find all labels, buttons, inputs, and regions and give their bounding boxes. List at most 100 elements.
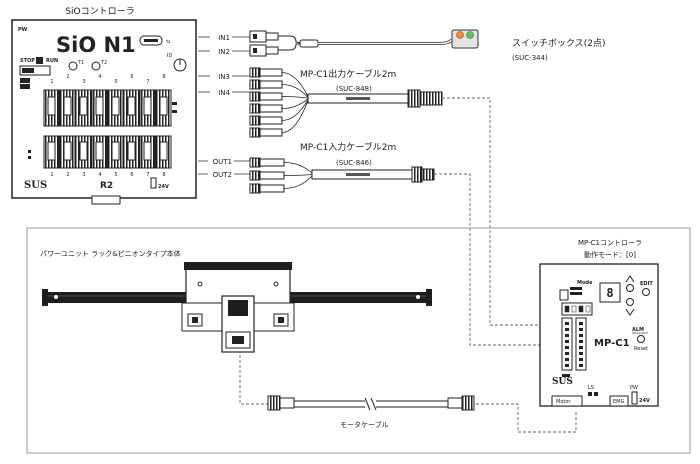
dip-switch-cell — [564, 305, 570, 313]
top-port-socket — [63, 96, 72, 116]
bottom-port-number: 6 — [130, 172, 133, 178]
cable-to-mpc1-line — [476, 403, 577, 433]
output-to-mpc1-line — [442, 97, 562, 326]
input-cable-wire — [283, 174, 313, 176]
switch-wire-2 — [278, 43, 300, 51]
stop-run-switch[interactable] — [36, 57, 43, 64]
bottom-port-socket — [159, 141, 168, 161]
top-port-socket — [111, 96, 120, 116]
input-cable-plug — [249, 183, 261, 194]
motor-cable-connector-left — [267, 395, 281, 411]
top-port-number: 6 — [130, 74, 133, 80]
sio-power-label: 24V — [158, 184, 169, 190]
t1-label: T1 — [77, 60, 84, 66]
dip-switch-cell — [571, 305, 577, 313]
run-label: RUN — [46, 58, 58, 64]
bottom-port-socket — [47, 141, 56, 161]
id-label: ID — [167, 53, 172, 59]
side-indicator-3 — [28, 150, 31, 153]
t1-dial-icon[interactable] — [68, 61, 78, 71]
mpc1-body — [539, 263, 659, 407]
port-in1: IN1 — [218, 34, 230, 42]
sio-controller: SiOコントローラ PW SiO N1 ⇆ STOP RUN T1 T2 ID … — [11, 6, 197, 205]
output-cable-wire — [281, 84, 309, 98]
sio-logo: SiO N1 — [56, 33, 136, 57]
top-port-socket — [79, 96, 88, 116]
input-cable-plug-tag — [259, 171, 285, 180]
port-out1: OUT1 — [213, 158, 232, 166]
bottom-port-number: 2 — [66, 172, 69, 178]
port-in3: IN3 — [218, 73, 230, 81]
port-in4: IN4 — [218, 89, 230, 97]
output-cable-wire — [281, 96, 309, 99]
input-cable-title: MP-C1入力ケーブル2m — [300, 141, 396, 153]
switch-box-part: (SUC-344) — [512, 54, 548, 62]
top-port-number: 7 — [146, 79, 149, 85]
sio-model: R2 — [100, 181, 113, 191]
output-cable-plug — [249, 115, 261, 126]
edit-button[interactable] — [642, 288, 650, 296]
output-cable-plug-tag — [259, 116, 283, 125]
reset-button[interactable] — [637, 335, 645, 343]
up-arrow-icon[interactable] — [625, 275, 635, 283]
terminal-pin — [565, 346, 569, 349]
mpc1-terminal-left — [561, 317, 573, 371]
down-arrow-icon[interactable] — [625, 308, 635, 316]
output-cable-plug — [249, 103, 261, 114]
terminal-pin — [565, 334, 569, 337]
terminal-pin — [579, 322, 583, 325]
mpc1-title: MP-C1コントローラ — [578, 239, 642, 247]
port-out2: OUT2 — [213, 171, 232, 179]
orange-switch-button[interactable] — [456, 31, 464, 39]
motor-to-cable-line — [239, 350, 268, 405]
output-cable-title: MP-C1出力ケーブル2m — [300, 68, 396, 80]
input-cable-plug — [249, 170, 261, 181]
terminal-pin — [579, 346, 583, 349]
switch-box — [451, 29, 479, 49]
output-cable-plug-tag — [259, 68, 283, 77]
mpc1-terminal-right — [575, 317, 587, 371]
sio-brand: SUS — [24, 180, 47, 191]
down-button[interactable] — [626, 298, 634, 306]
output-cable-connector — [407, 89, 421, 108]
output-cable-wire — [281, 98, 309, 109]
switch-box-title: スイッチボックス(2点) — [512, 38, 605, 49]
power-unit-boundary — [26, 227, 691, 454]
input-cable-wire — [283, 162, 313, 174]
motor-connector-label: Motor — [556, 399, 571, 405]
mode-switch-lever — [22, 68, 34, 73]
power-unit-frame: パワーユニット ラック&ピニオンタイプ本体 モータケーブル — [26, 227, 691, 454]
top-port-number: 8 — [162, 74, 165, 80]
terminal-pin — [579, 358, 583, 361]
mode-switch[interactable] — [19, 65, 51, 76]
sio-foot — [91, 195, 121, 205]
output-cable-plug-tag — [259, 128, 283, 137]
power-unit-title: パワーユニット ラック&ピニオンタイプ本体 — [40, 249, 181, 258]
top-port-socket — [159, 96, 168, 116]
dip-switch-cell — [585, 305, 591, 313]
alm-label: ALM — [632, 327, 644, 333]
power-connector-icon — [150, 177, 157, 189]
top-port-number: 1 — [50, 79, 53, 85]
up-button[interactable] — [626, 284, 634, 292]
motor-cable-body-left — [294, 400, 365, 408]
sio-pw-label: PW — [18, 27, 28, 33]
input-cable-plug — [249, 157, 261, 168]
top-port-row — [43, 89, 172, 127]
motor-cable-break-icon — [364, 397, 377, 411]
dip-switch[interactable] — [561, 302, 593, 316]
mpc1-logo: MP-C1 — [594, 338, 630, 349]
input-cable-wire — [283, 175, 313, 189]
t2-dial-icon[interactable] — [91, 61, 101, 71]
motor-cable-connector-right — [461, 395, 475, 411]
switch-box-assembly: スイッチボックス(2点) (SUC-344) — [249, 29, 605, 62]
output-cable-plug — [249, 79, 261, 90]
stop-label: STOP — [20, 58, 35, 64]
green-switch-button[interactable] — [466, 31, 474, 39]
status-led-2 — [20, 84, 30, 89]
port-leader-lines — [198, 36, 250, 175]
usb-icon: ⇆ — [166, 39, 170, 45]
input-cable-assembly: MP-C1入力ケーブル2m (SUC-846) — [249, 141, 435, 194]
